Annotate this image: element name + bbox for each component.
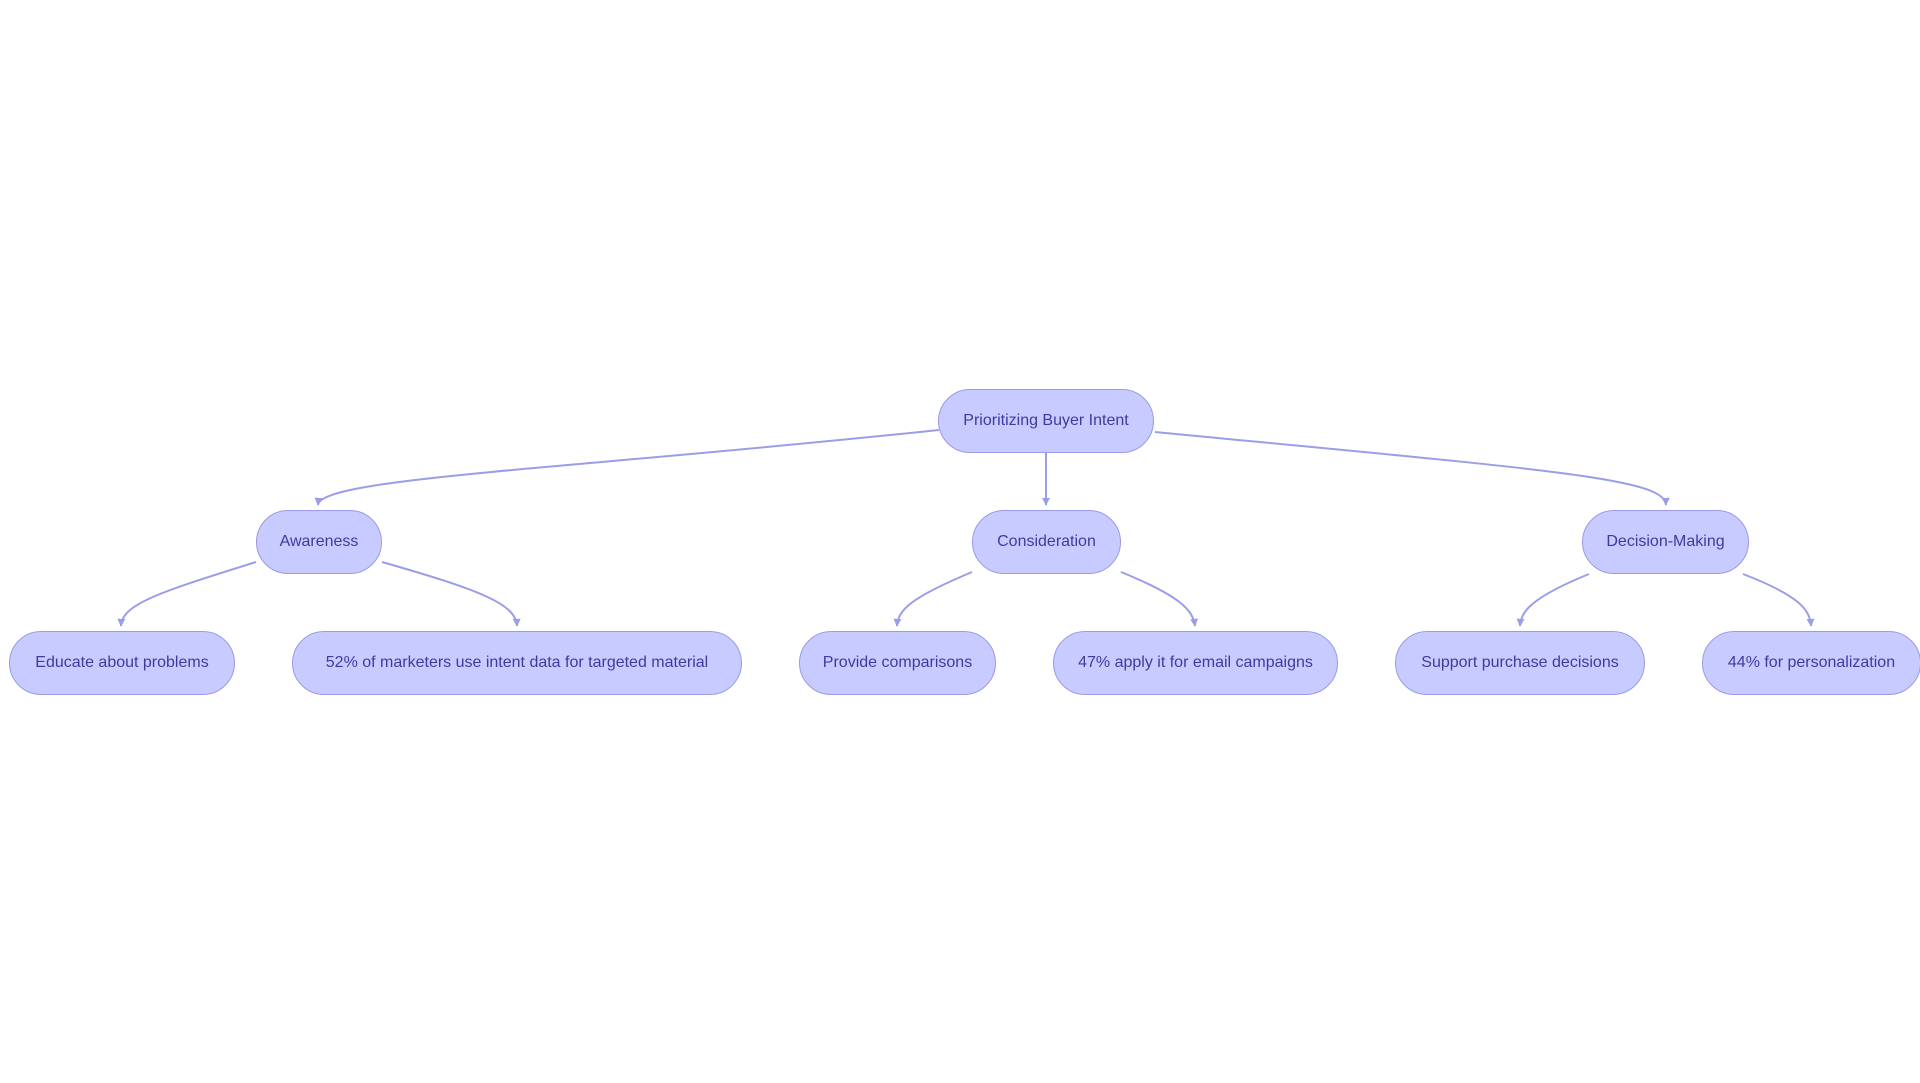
- node-email-campaigns: 47% apply it for email campaigns: [1053, 631, 1338, 695]
- node-root-label: Prioritizing Buyer Intent: [963, 412, 1129, 429]
- node-decision-making: Decision-Making: [1582, 510, 1749, 574]
- node-personalization: 44% for personalization: [1702, 631, 1920, 695]
- edge-consideration-email: [1120, 571, 1199, 627]
- node-purchase-decisions: Support purchase decisions: [1395, 631, 1645, 695]
- edge-decision-personalization: [1742, 573, 1815, 627]
- node-provide-comparisons-label: Provide comparisons: [822, 654, 973, 671]
- node-awareness: Awareness: [256, 510, 382, 574]
- node-marketers-intent-data-label: 52% of marketers use intent data for tar…: [325, 654, 709, 671]
- edge-consideration-comparisons: [893, 571, 973, 627]
- edge-awareness-marketers: [381, 561, 521, 627]
- node-root: Prioritizing Buyer Intent: [938, 389, 1154, 453]
- edge-root-awareness: [314, 429, 940, 506]
- node-purchase-decisions-label: Support purchase decisions: [1421, 654, 1619, 671]
- edge-awareness-educate: [117, 561, 257, 627]
- node-personalization-label: 44% for personalization: [1727, 654, 1896, 671]
- node-educate-problems: Educate about problems: [9, 631, 235, 695]
- node-email-campaigns-label: 47% apply it for email campaigns: [1078, 654, 1313, 671]
- node-educate-problems-label: Educate about problems: [35, 654, 209, 671]
- node-provide-comparisons: Provide comparisons: [799, 631, 996, 695]
- node-consideration-label: Consideration: [997, 533, 1096, 550]
- node-marketers-intent-data: 52% of marketers use intent data for tar…: [292, 631, 742, 695]
- edge-root-decision: [1154, 431, 1670, 506]
- node-awareness-label: Awareness: [279, 533, 359, 550]
- edge-decision-purchase: [1516, 573, 1590, 627]
- node-decision-making-label: Decision-Making: [1606, 533, 1725, 550]
- node-consideration: Consideration: [972, 510, 1121, 574]
